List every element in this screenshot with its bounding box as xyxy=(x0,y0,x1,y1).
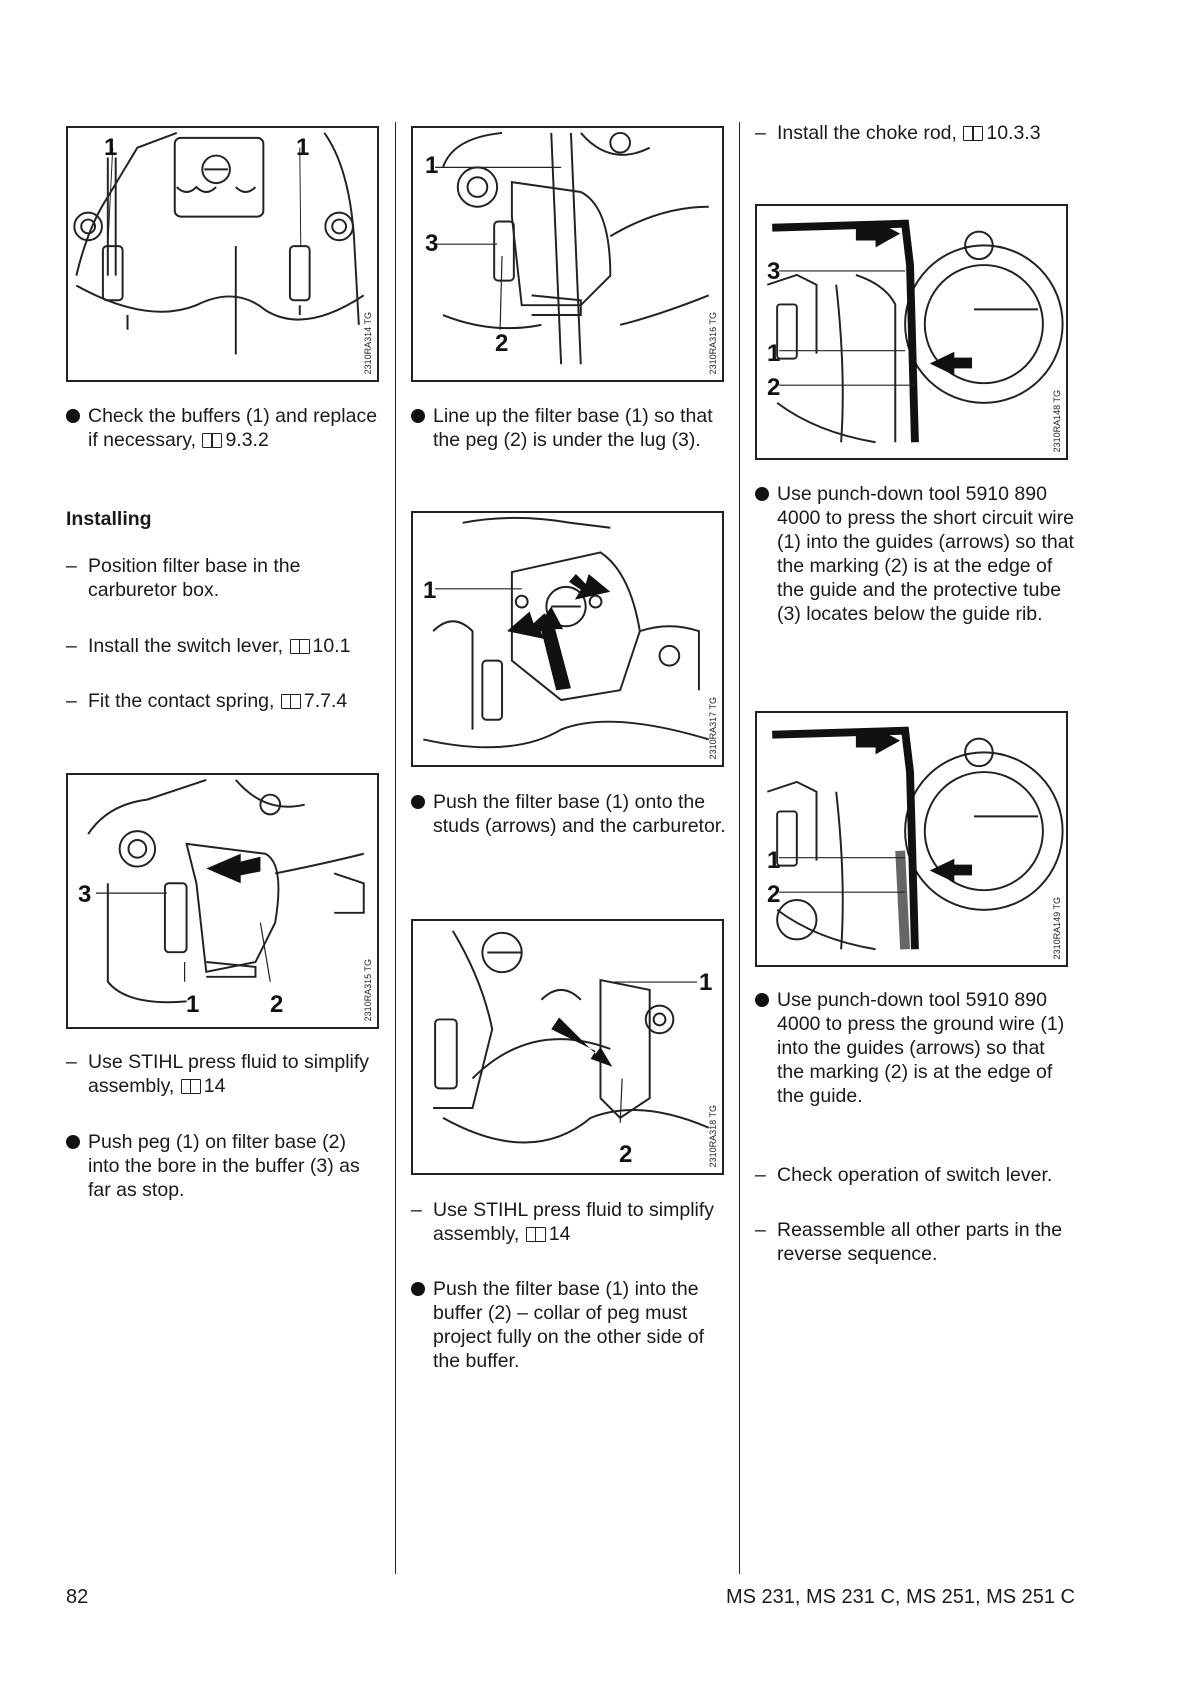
figure-code: 2310RA316 TG xyxy=(708,311,718,374)
figure-code: 2310RA314 TG xyxy=(363,311,373,374)
push-into-buffer-step: Push the filter base (1) into the buffer… xyxy=(411,1277,731,1373)
step-reference: 10.3.3 xyxy=(986,122,1041,144)
figure-ground-wire: 1 2 2310RA149 TG xyxy=(755,711,1068,967)
step-text: Install the switch lever, xyxy=(88,635,284,657)
figure-code: 2310RA149 TG xyxy=(1052,896,1062,959)
step-text: Check the buffers (1) and replace if nec… xyxy=(88,405,378,451)
step-reference: 7.7.4 xyxy=(303,690,348,712)
bullet-icon xyxy=(411,409,425,423)
buffers-illustration xyxy=(73,132,365,355)
dash-marker: – xyxy=(755,1219,766,1241)
check-switch-step: – Check operation of switch lever. xyxy=(755,1163,1075,1187)
step-text: Check operation of switch lever. xyxy=(777,1164,1053,1186)
callout-1: 1 xyxy=(767,340,781,367)
step-text: Use punch-down tool 5910 890 4000 to pre… xyxy=(777,989,1065,1107)
reassemble-step: – Reassemble all other parts in the reve… xyxy=(755,1218,1075,1266)
short-circuit-wire-step: Use punch-down tool 5910 890 4000 to pre… xyxy=(755,482,1075,626)
callout-3: 3 xyxy=(767,258,781,285)
figure-line-up: 1 3 2 2310RA316 TG xyxy=(411,126,724,382)
book-reference-icon xyxy=(525,1227,546,1242)
step-text: Push the filter base (1) onto the studs … xyxy=(433,791,726,837)
press-fluid-step-2: – Use STIHL press fluid to simplify asse… xyxy=(411,1198,731,1246)
step-reference: 14 xyxy=(548,1223,571,1245)
model-list: MS 231, MS 231 C, MS 251, MS 251 C xyxy=(725,1586,1075,1608)
check-buffers-step: Check the buffers (1) and replace if nec… xyxy=(66,404,386,452)
book-reference-icon xyxy=(202,433,223,448)
dash-marker: – xyxy=(755,122,766,144)
step-text: Use punch-down tool 5910 890 4000 to pre… xyxy=(777,483,1074,625)
book-reference-icon xyxy=(180,1079,201,1094)
figure-code: 2310RA315 TG xyxy=(363,958,373,1021)
step-text: Position filter base in the carburetor b… xyxy=(88,555,301,601)
step-text: Push the filter base (1) into the buffer… xyxy=(433,1278,704,1372)
figure-peg-bore: 3 1 2 2310RA315 TG xyxy=(66,773,379,1029)
bullet-icon xyxy=(411,795,425,809)
step-text: Install the choke rod, xyxy=(777,122,957,144)
column-divider-left xyxy=(395,122,396,1574)
press-fluid-step: – Use STIHL press fluid to simplify asse… xyxy=(66,1050,386,1098)
line-up-illustration xyxy=(435,131,710,365)
figure-code: 2310RA317 TG xyxy=(708,696,718,759)
step-reference: 14 xyxy=(203,1075,226,1097)
figure-buffers: 1 1 2310RA314 TG xyxy=(66,126,379,382)
step-reference: 9.3.2 xyxy=(225,429,269,451)
callout-1b: 1 xyxy=(296,134,310,161)
install-choke-step: – Install the choke rod, 10.3.3 xyxy=(755,121,1075,145)
position-filter-step: – Position filter base in the carburetor… xyxy=(66,554,376,602)
callout-1: 1 xyxy=(425,152,439,179)
install-switch-step: – Install the switch lever, 10.1 xyxy=(66,634,376,658)
step-text: Push peg (1) on filter base (2) into the… xyxy=(88,1131,360,1201)
callout-2: 2 xyxy=(270,991,284,1018)
step-text: Use STIHL press fluid to simplify assemb… xyxy=(433,1199,715,1245)
dash-marker: – xyxy=(66,555,77,577)
callout-3: 3 xyxy=(78,881,92,908)
ground-wire-step: Use punch-down tool 5910 890 4000 to pre… xyxy=(755,988,1075,1108)
callout-2: 2 xyxy=(619,1141,633,1168)
book-reference-icon xyxy=(280,694,301,709)
step-text: Line up the filter base (1) so that the … xyxy=(433,405,713,451)
ground-wire-illustration xyxy=(766,726,1064,951)
book-reference-icon xyxy=(289,639,310,654)
fit-spring-step: – Fit the contact spring, 7.7.4 xyxy=(66,689,376,713)
step-text: Use STIHL press fluid to simplify assemb… xyxy=(88,1051,370,1097)
dash-marker: – xyxy=(66,1051,77,1073)
dash-marker: – xyxy=(755,1164,766,1186)
bullet-icon xyxy=(66,409,80,423)
figure-code: 2310RA318 TG xyxy=(708,1104,718,1167)
figure-short-circuit-wire: 3 1 2 2310RA148 TG xyxy=(755,204,1068,460)
push-peg-step: Push peg (1) on filter base (2) into the… xyxy=(66,1130,376,1202)
bullet-icon xyxy=(411,1282,425,1296)
bullet-icon xyxy=(755,993,769,1007)
callout-1: 1 xyxy=(423,577,437,604)
callout-1a: 1 xyxy=(104,134,118,161)
studs-illustration xyxy=(423,516,710,749)
step-reference: 10.1 xyxy=(312,635,351,657)
bullet-icon xyxy=(66,1135,80,1149)
dash-marker: – xyxy=(411,1199,422,1221)
figure-buffer-collar: 1 2 2310RA318 TG xyxy=(411,919,724,1175)
callout-2: 2 xyxy=(767,881,781,908)
line-up-step: Line up the filter base (1) so that the … xyxy=(411,404,731,452)
page-number: 82 xyxy=(66,1586,89,1608)
callout-3: 3 xyxy=(425,230,439,257)
section-heading: Installing xyxy=(66,508,152,530)
peg-bore-illustration xyxy=(87,778,365,1004)
figure-code: 2310RA148 TG xyxy=(1052,389,1062,452)
bullet-icon xyxy=(755,487,769,501)
column-divider-right xyxy=(739,122,740,1574)
callout-2: 2 xyxy=(495,330,509,357)
short-circuit-wire-illustration xyxy=(766,219,1064,444)
figure-studs: 1 2310RA317 TG xyxy=(411,511,724,767)
step-text: Reassemble all other parts in the revers… xyxy=(777,1219,1063,1265)
callout-1: 1 xyxy=(186,991,200,1018)
callout-2: 2 xyxy=(767,374,781,401)
push-onto-studs-step: Push the filter base (1) onto the studs … xyxy=(411,790,731,838)
book-reference-icon xyxy=(963,126,984,141)
buffer-collar-illustration xyxy=(433,930,710,1144)
dash-marker: – xyxy=(66,635,77,657)
dash-marker: – xyxy=(66,690,77,712)
step-text: Fit the contact spring, xyxy=(88,690,275,712)
callout-1: 1 xyxy=(699,969,713,996)
callout-1: 1 xyxy=(767,847,781,874)
